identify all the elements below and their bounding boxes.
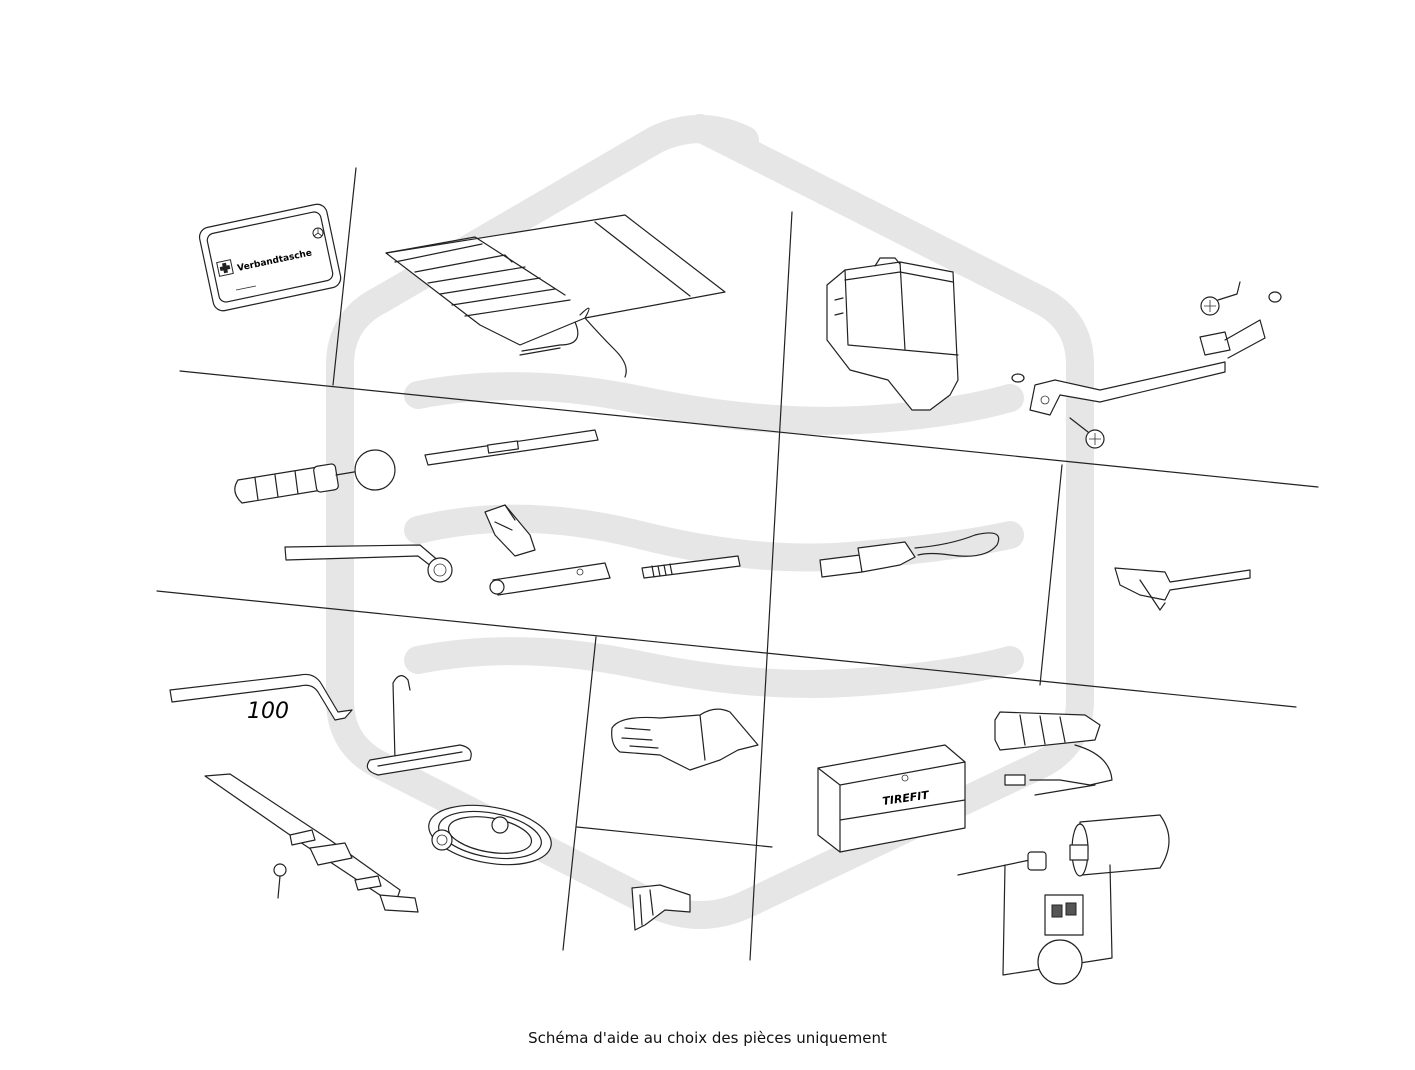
first-aid-kit: Verbandtasche bbox=[198, 203, 342, 312]
clip-bracket bbox=[631, 884, 691, 931]
threaded-rod bbox=[641, 555, 741, 579]
towing-eye bbox=[819, 532, 1000, 578]
part-number-100: 100 bbox=[247, 699, 289, 724]
compressor-kit bbox=[957, 711, 1170, 985]
bracket-assembly bbox=[1011, 281, 1282, 449]
coiled-strap bbox=[428, 804, 552, 866]
first-aid-cross-icon bbox=[216, 259, 234, 277]
crank-handle bbox=[1114, 567, 1251, 611]
extension-bar bbox=[489, 562, 611, 596]
control-unit bbox=[826, 257, 959, 411]
mercedes-star-icon bbox=[312, 227, 324, 239]
diagram-caption: Schéma d'aide au choix des pièces unique… bbox=[528, 1029, 887, 1047]
socket-adapter bbox=[484, 504, 536, 557]
screwdriver bbox=[234, 429, 599, 504]
lever-100: 100 bbox=[169, 673, 353, 724]
hook-tool bbox=[366, 675, 472, 776]
tool-roll bbox=[385, 214, 726, 378]
section-dividers bbox=[156, 167, 1319, 961]
tie-strap bbox=[204, 773, 419, 913]
wheel-wrench bbox=[284, 544, 453, 583]
tirefit-box: TIREFIT bbox=[817, 744, 966, 853]
gloves bbox=[611, 708, 759, 771]
